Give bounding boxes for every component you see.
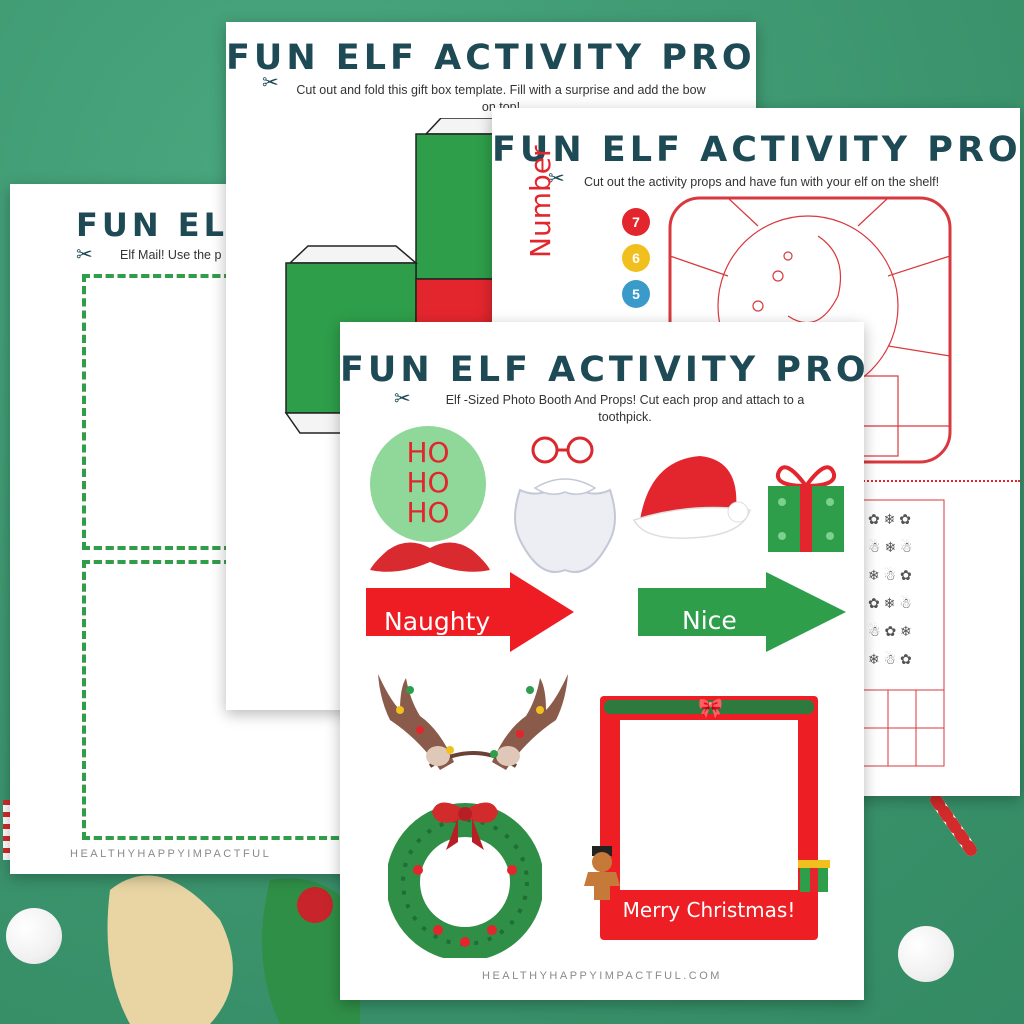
pom-pom-right <box>898 926 954 982</box>
candy-cane-left <box>3 800 13 860</box>
svg-text:☃ ❄ ☃: ☃ ❄ ☃ <box>868 539 913 555</box>
antlers-prop <box>378 674 568 770</box>
glasses-beard-prop <box>514 436 616 573</box>
mustache-prop <box>370 542 490 572</box>
hoho-line-2: HO <box>406 466 450 499</box>
svg-text:✿ ❄ ✿: ✿ ❄ ✿ <box>868 511 911 527</box>
hoho-line-1: HO <box>406 436 450 469</box>
scissors-icon: ✂ <box>548 166 565 190</box>
sheet-title: FUN ELF ACTIVITY PROPS <box>226 38 756 78</box>
naughty-label: Naughty <box>384 607 491 636</box>
number-badge-7: 7 <box>622 208 650 236</box>
icon-grid-worksheet: ✿ ❄ ✿ ☃ ❄ ☃ ❄ ☃ ✿ ✿ ❄ ☃ ☃ ✿ ❄ ❄ ☃ ✿ <box>859 499 945 767</box>
pom-pom-left <box>6 908 62 964</box>
photo-booth-sheet: FUN ELF ACTIVITY PROPS ✂ Elf -Sized Phot… <box>340 322 864 1000</box>
svg-text:❄ ☃ ✿: ❄ ☃ ✿ <box>868 567 912 583</box>
sheet-footer: HEALTHYHAPPYIMPACTFUL.COM <box>482 970 722 982</box>
gift-box-prop <box>768 465 844 552</box>
scissors-icon: ✂ <box>394 386 411 410</box>
sheet-subtitle: Elf -Sized Photo Booth And Props! Cut ea… <box>445 393 805 424</box>
photo-frame-prop: 🎀 Merry Christmas! <box>600 696 818 940</box>
dotted-cut-line <box>852 480 1020 482</box>
sheet-footer: HEALTHYHAPPYIMPACTFUL <box>70 848 272 860</box>
number-badge-5: 5 <box>622 280 650 308</box>
frame-bow-icon: 🎀 <box>698 696 723 720</box>
naughty-arrow-prop <box>366 572 574 652</box>
frame-window <box>620 720 798 890</box>
svg-text:❄ ☃ ✿: ❄ ☃ ✿ <box>868 651 912 667</box>
hoho-sign: HO HO HO <box>370 426 486 542</box>
small-gift-icon <box>798 860 830 892</box>
sheet-title: FUN ELF ACTIVITY PROPS <box>340 350 864 390</box>
frame-garland <box>604 700 814 714</box>
frame-caption: Merry Christmas! <box>622 898 796 922</box>
svg-text:✿ ❄ ☃: ✿ ❄ ☃ <box>868 595 912 611</box>
number-badge-6: 6 <box>622 244 650 272</box>
sheet-title: FUN ELF ACTIVITY PROPS <box>492 130 1020 170</box>
sheet-subtitle: Cut out the activity props and have fun … <box>584 175 940 189</box>
sheet-subtitle: Elf Mail! Use the p <box>120 248 222 262</box>
nice-label: Nice <box>682 606 737 635</box>
svg-text:☃ ✿ ❄: ☃ ✿ ❄ <box>868 623 912 639</box>
vertical-number-label: Number <box>524 145 557 258</box>
scissors-icon: ✂ <box>76 242 93 266</box>
candy-cane-right <box>930 794 977 856</box>
scissors-icon: ✂ <box>262 70 279 94</box>
elf-hat-decoration <box>107 875 360 1024</box>
gingerbread-icon <box>584 846 620 900</box>
nice-arrow-prop <box>638 572 846 652</box>
wreath-prop <box>388 802 542 958</box>
hoho-line-3: HO <box>406 496 450 529</box>
santa-hat-prop <box>632 456 751 539</box>
